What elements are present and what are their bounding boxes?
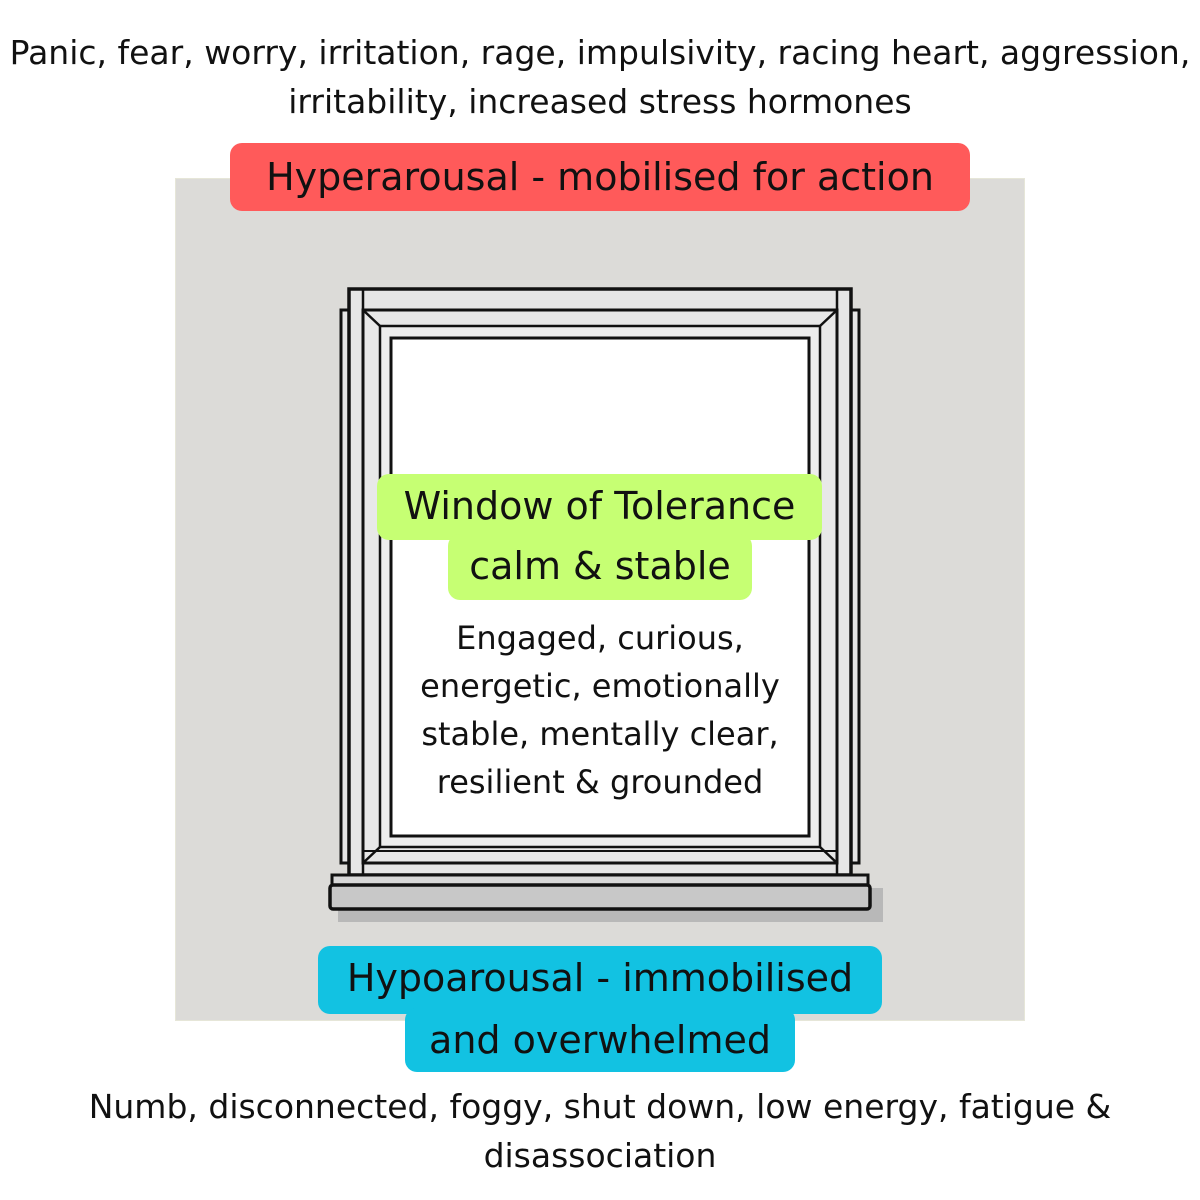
window-of-tolerance-description: Engaged, curious, energetic, emotionally… (420, 619, 780, 801)
hyperarousal-symptoms-text: Panic, fear, worry, irritation, rage, im… (9, 33, 1191, 121)
window-sill (328, 883, 872, 911)
hyperarousal-badge: Hyperarousal - mobilised for action (230, 143, 970, 211)
hypoarousal-badge-line1: Hypoarousal - immobilised (318, 946, 882, 1014)
hypoarousal-symptoms-text: Numb, disconnected, foggy, shut down, lo… (88, 1087, 1112, 1175)
hypoarousal-badge-line2: and overwhelmed (405, 1008, 795, 1072)
window-of-tolerance-subtitle: calm & stable (448, 534, 752, 600)
window-of-tolerance-title: Window of Tolerance (377, 474, 822, 540)
